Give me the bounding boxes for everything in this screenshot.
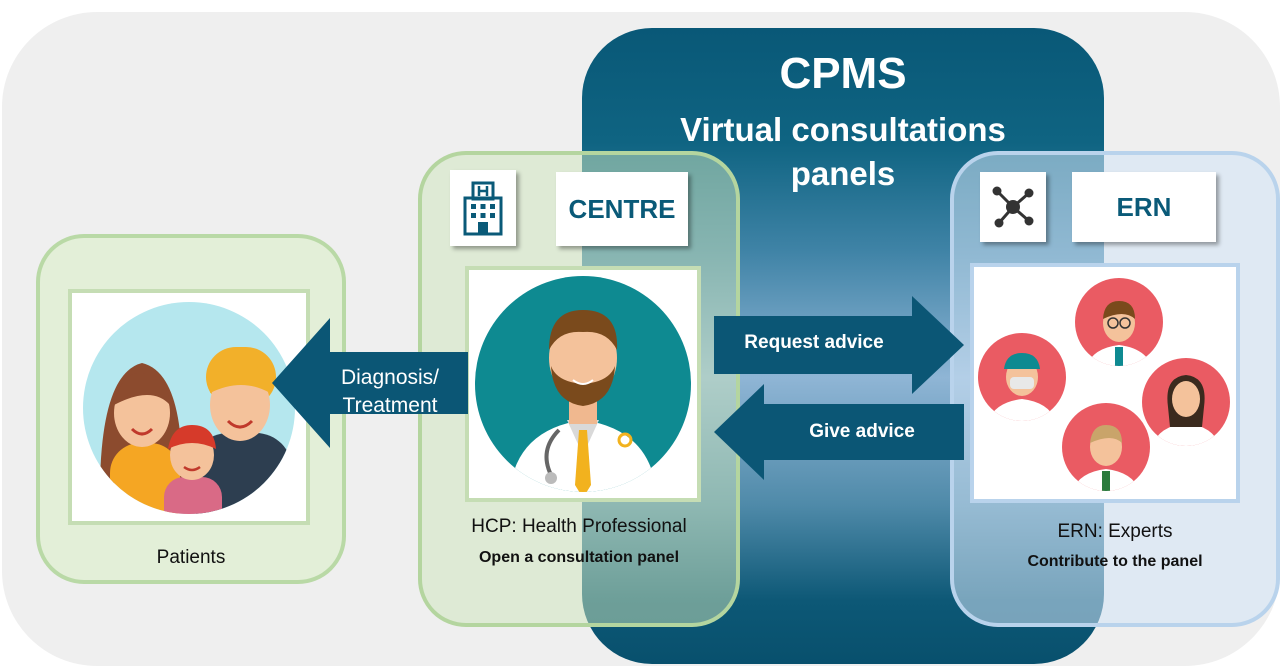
expert-4 [1062, 403, 1150, 491]
give-advice-arrow [714, 384, 964, 480]
ern-caption-bold: Contribute to the panel [1027, 553, 1203, 570]
ern-caption: ERN: Experts [1057, 521, 1173, 542]
patients-image-frame [68, 289, 310, 525]
doctor-illustration [475, 276, 691, 492]
diagnosis-arrow-label: Diagnosis/ Treatment [320, 364, 460, 420]
experts-illustration [978, 278, 1230, 491]
centre-image-frame [465, 266, 701, 502]
centre-icon-card [450, 170, 516, 246]
diagnosis-line1: Diagnosis/ [340, 366, 440, 389]
expert-3 [1142, 358, 1230, 446]
diagnosis-line2: Treatment [342, 394, 438, 417]
cpms-subtitle-line1: Virtual consultations [680, 111, 1006, 148]
expert-2 [978, 333, 1066, 421]
ern-icon-card [980, 172, 1046, 242]
family-illustration [83, 302, 295, 514]
patients-caption: Patients [156, 547, 226, 568]
centre-caption-bold: Open a consultation panel [478, 549, 680, 566]
give-advice-label: Give advice [809, 421, 915, 442]
diagnosis-arrow [272, 318, 468, 448]
network-icon [992, 186, 1034, 228]
cpms-title: CPMS [779, 49, 907, 98]
ern-label: ERN [1072, 172, 1216, 242]
cpms-subtitle-line2: panels [790, 155, 896, 192]
expert-1 [1075, 278, 1163, 366]
hospital-icon [463, 181, 503, 236]
request-advice-label: Request advice [744, 332, 884, 353]
centre-caption: HCP: Health Professional [471, 516, 687, 537]
ern-image-frame [970, 263, 1240, 503]
centre-label: CENTRE [556, 172, 688, 246]
request-advice-arrow [714, 296, 964, 394]
cpms-subtitle: Virtual consultations panels [582, 108, 1104, 196]
